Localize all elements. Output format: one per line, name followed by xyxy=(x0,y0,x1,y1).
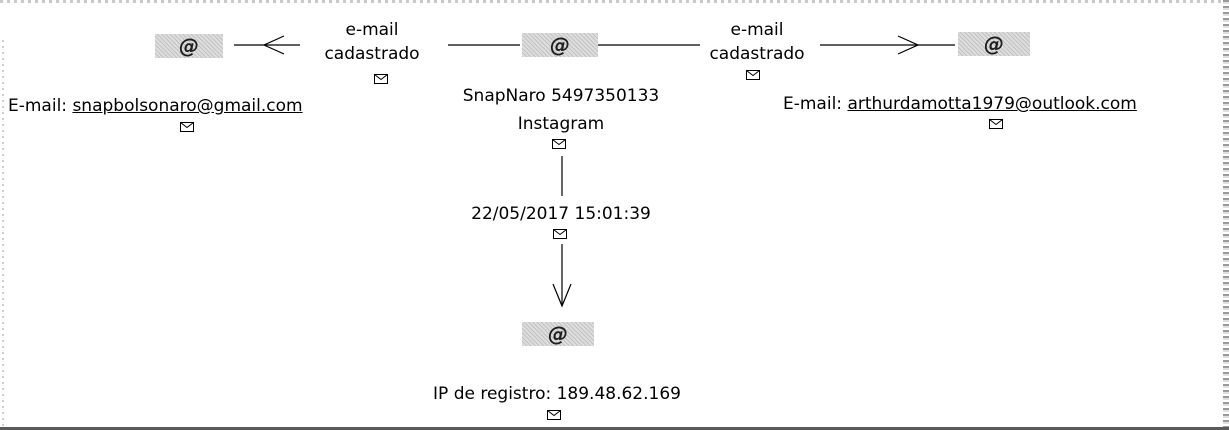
down-edge-timestamp: 22/05/2017 15:01:39 xyxy=(471,204,651,224)
bottom-node-at-icon[interactable]: @ xyxy=(522,322,594,346)
left-node-label-prefix: E-mail: xyxy=(8,96,73,116)
scan-border-right xyxy=(1223,0,1229,430)
center-node-title: SnapNaro 5497350133 xyxy=(462,86,660,106)
right-edge-envelope-icon xyxy=(746,70,760,80)
left-node-label: E-mail: snapbolsonaro@gmail.com xyxy=(8,96,303,116)
left-node-envelope-icon xyxy=(180,122,194,132)
center-node-subtitle: Instagram xyxy=(517,114,605,134)
left-node-at-icon[interactable]: @ xyxy=(155,34,223,58)
right-arrowhead-icon xyxy=(897,35,920,55)
left-edge-label-line2: cadastrado xyxy=(324,44,420,64)
scan-border-bottom xyxy=(0,427,1229,430)
right-edge-label-line2: cadastrado xyxy=(709,44,805,64)
scan-border-top xyxy=(0,0,1229,3)
left-edge-label-line1: e-mail xyxy=(345,20,399,40)
bottom-node-envelope-icon xyxy=(547,410,561,420)
center-node-envelope-icon xyxy=(552,139,566,149)
right-node-email-link[interactable]: arthurdamotta1979@outlook.com xyxy=(847,94,1137,114)
center-node-at-icon[interactable]: @ xyxy=(522,33,598,57)
left-arrowhead-icon xyxy=(262,35,285,55)
left-edge-envelope-icon xyxy=(374,74,388,84)
left-node-email-link[interactable]: snapbolsonaro@gmail.com xyxy=(72,96,303,116)
at-glyph: @ xyxy=(548,322,568,346)
right-node-at-icon[interactable]: @ xyxy=(958,32,1030,56)
down-arrowhead-icon xyxy=(552,283,572,308)
scan-border-left xyxy=(2,40,4,430)
right-node-envelope-icon xyxy=(989,119,1003,129)
at-glyph: @ xyxy=(550,33,570,57)
down-edge-envelope-icon xyxy=(553,229,567,239)
right-node-label-prefix: E-mail: xyxy=(783,94,848,114)
right-node-label: E-mail: arthurdamotta1979@outlook.com xyxy=(783,94,1137,114)
bottom-node-ip-label: IP de registro: 189.48.62.169 xyxy=(433,384,681,404)
at-glyph: @ xyxy=(179,34,199,58)
right-edge-label-line1: e-mail xyxy=(730,20,784,40)
at-glyph: @ xyxy=(984,32,1004,56)
